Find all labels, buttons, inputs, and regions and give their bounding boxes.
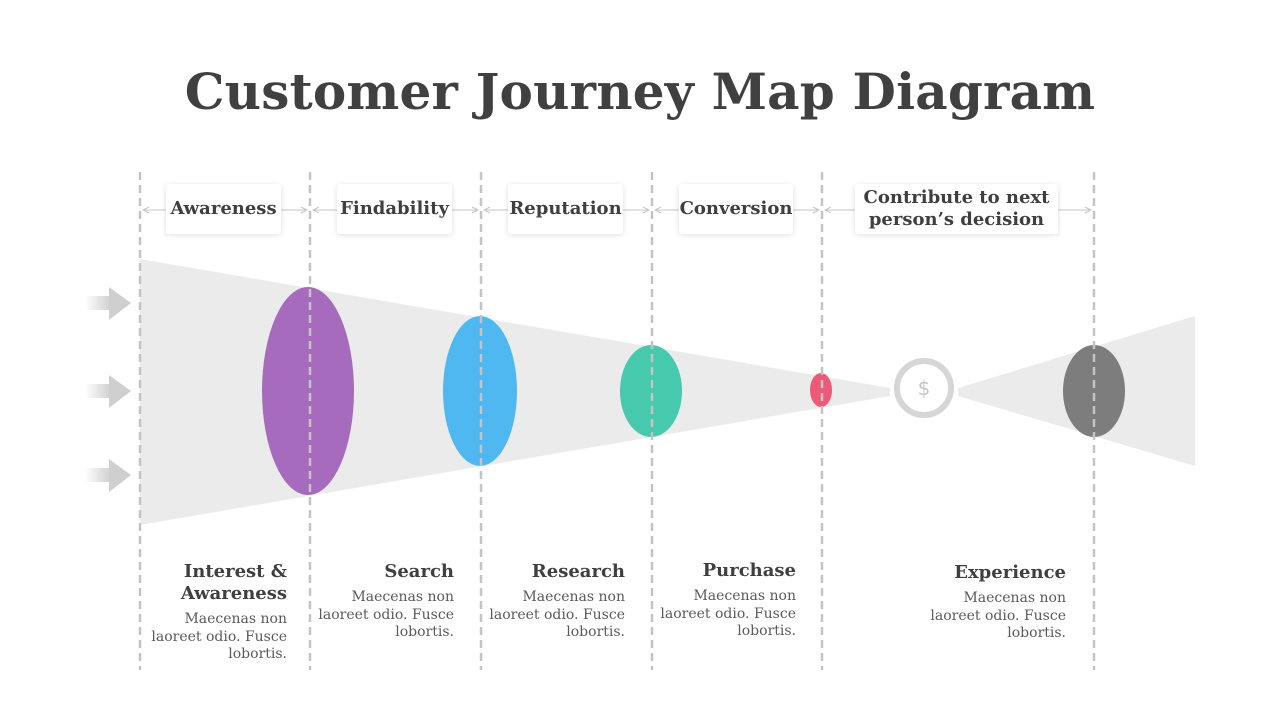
- dollar-coin-icon: $: [894, 358, 954, 418]
- stage-label-findability: Findability: [337, 184, 452, 234]
- stage-ellipse-search: [443, 316, 517, 466]
- arrow-right-icon: [85, 375, 131, 408]
- stage-ellipse-purchase: [810, 373, 832, 407]
- arrow-right-icon: [85, 287, 131, 320]
- step-caption-search: Search Maecenas non laoreet odio. Fusce …: [304, 561, 454, 642]
- step-description: Maecenas non laoreet odio. Fusce loborti…: [151, 611, 287, 662]
- step-heading: Research: [531, 561, 625, 582]
- stage-ellipse-interest: [262, 287, 354, 495]
- step-caption-interest: Interest & Awareness Maecenas non laoree…: [137, 561, 287, 664]
- dollar-glyph: $: [918, 376, 931, 400]
- step-heading: Interest & Awareness: [180, 561, 287, 604]
- input-arrows: [85, 287, 131, 492]
- stage-label-conversion: Conversion: [679, 184, 793, 234]
- stage-label-contribute: Contribute to next person’s decision: [855, 184, 1058, 234]
- stage-dividers: [138, 172, 1096, 670]
- step-caption-purchase: Purchase Maecenas non laoreet odio. Fusc…: [646, 560, 796, 641]
- step-heading: Search: [384, 561, 454, 582]
- stage-ellipse-experience: [1063, 345, 1125, 437]
- step-caption-research: Research Maecenas non laoreet odio. Fusc…: [475, 561, 625, 642]
- step-description: Maecenas non laoreet odio. Fusce loborti…: [318, 589, 454, 640]
- step-description: Maecenas non laoreet odio. Fusce loborti…: [489, 589, 625, 640]
- stage-ellipse-research: [620, 345, 682, 437]
- arrow-right-icon: [85, 459, 131, 492]
- step-heading: Purchase: [702, 560, 796, 581]
- stage-label-reputation: Reputation: [508, 184, 623, 234]
- step-description: Maecenas non laoreet odio. Fusce loborti…: [930, 590, 1066, 641]
- stage-label-awareness: Awareness: [166, 184, 281, 234]
- step-description: Maecenas non laoreet odio. Fusce loborti…: [660, 588, 796, 639]
- step-caption-experience: Experience Maecenas non laoreet odio. Fu…: [916, 562, 1066, 643]
- step-heading: Experience: [954, 562, 1066, 583]
- page-title: Customer Journey Map Diagram: [184, 62, 1096, 121]
